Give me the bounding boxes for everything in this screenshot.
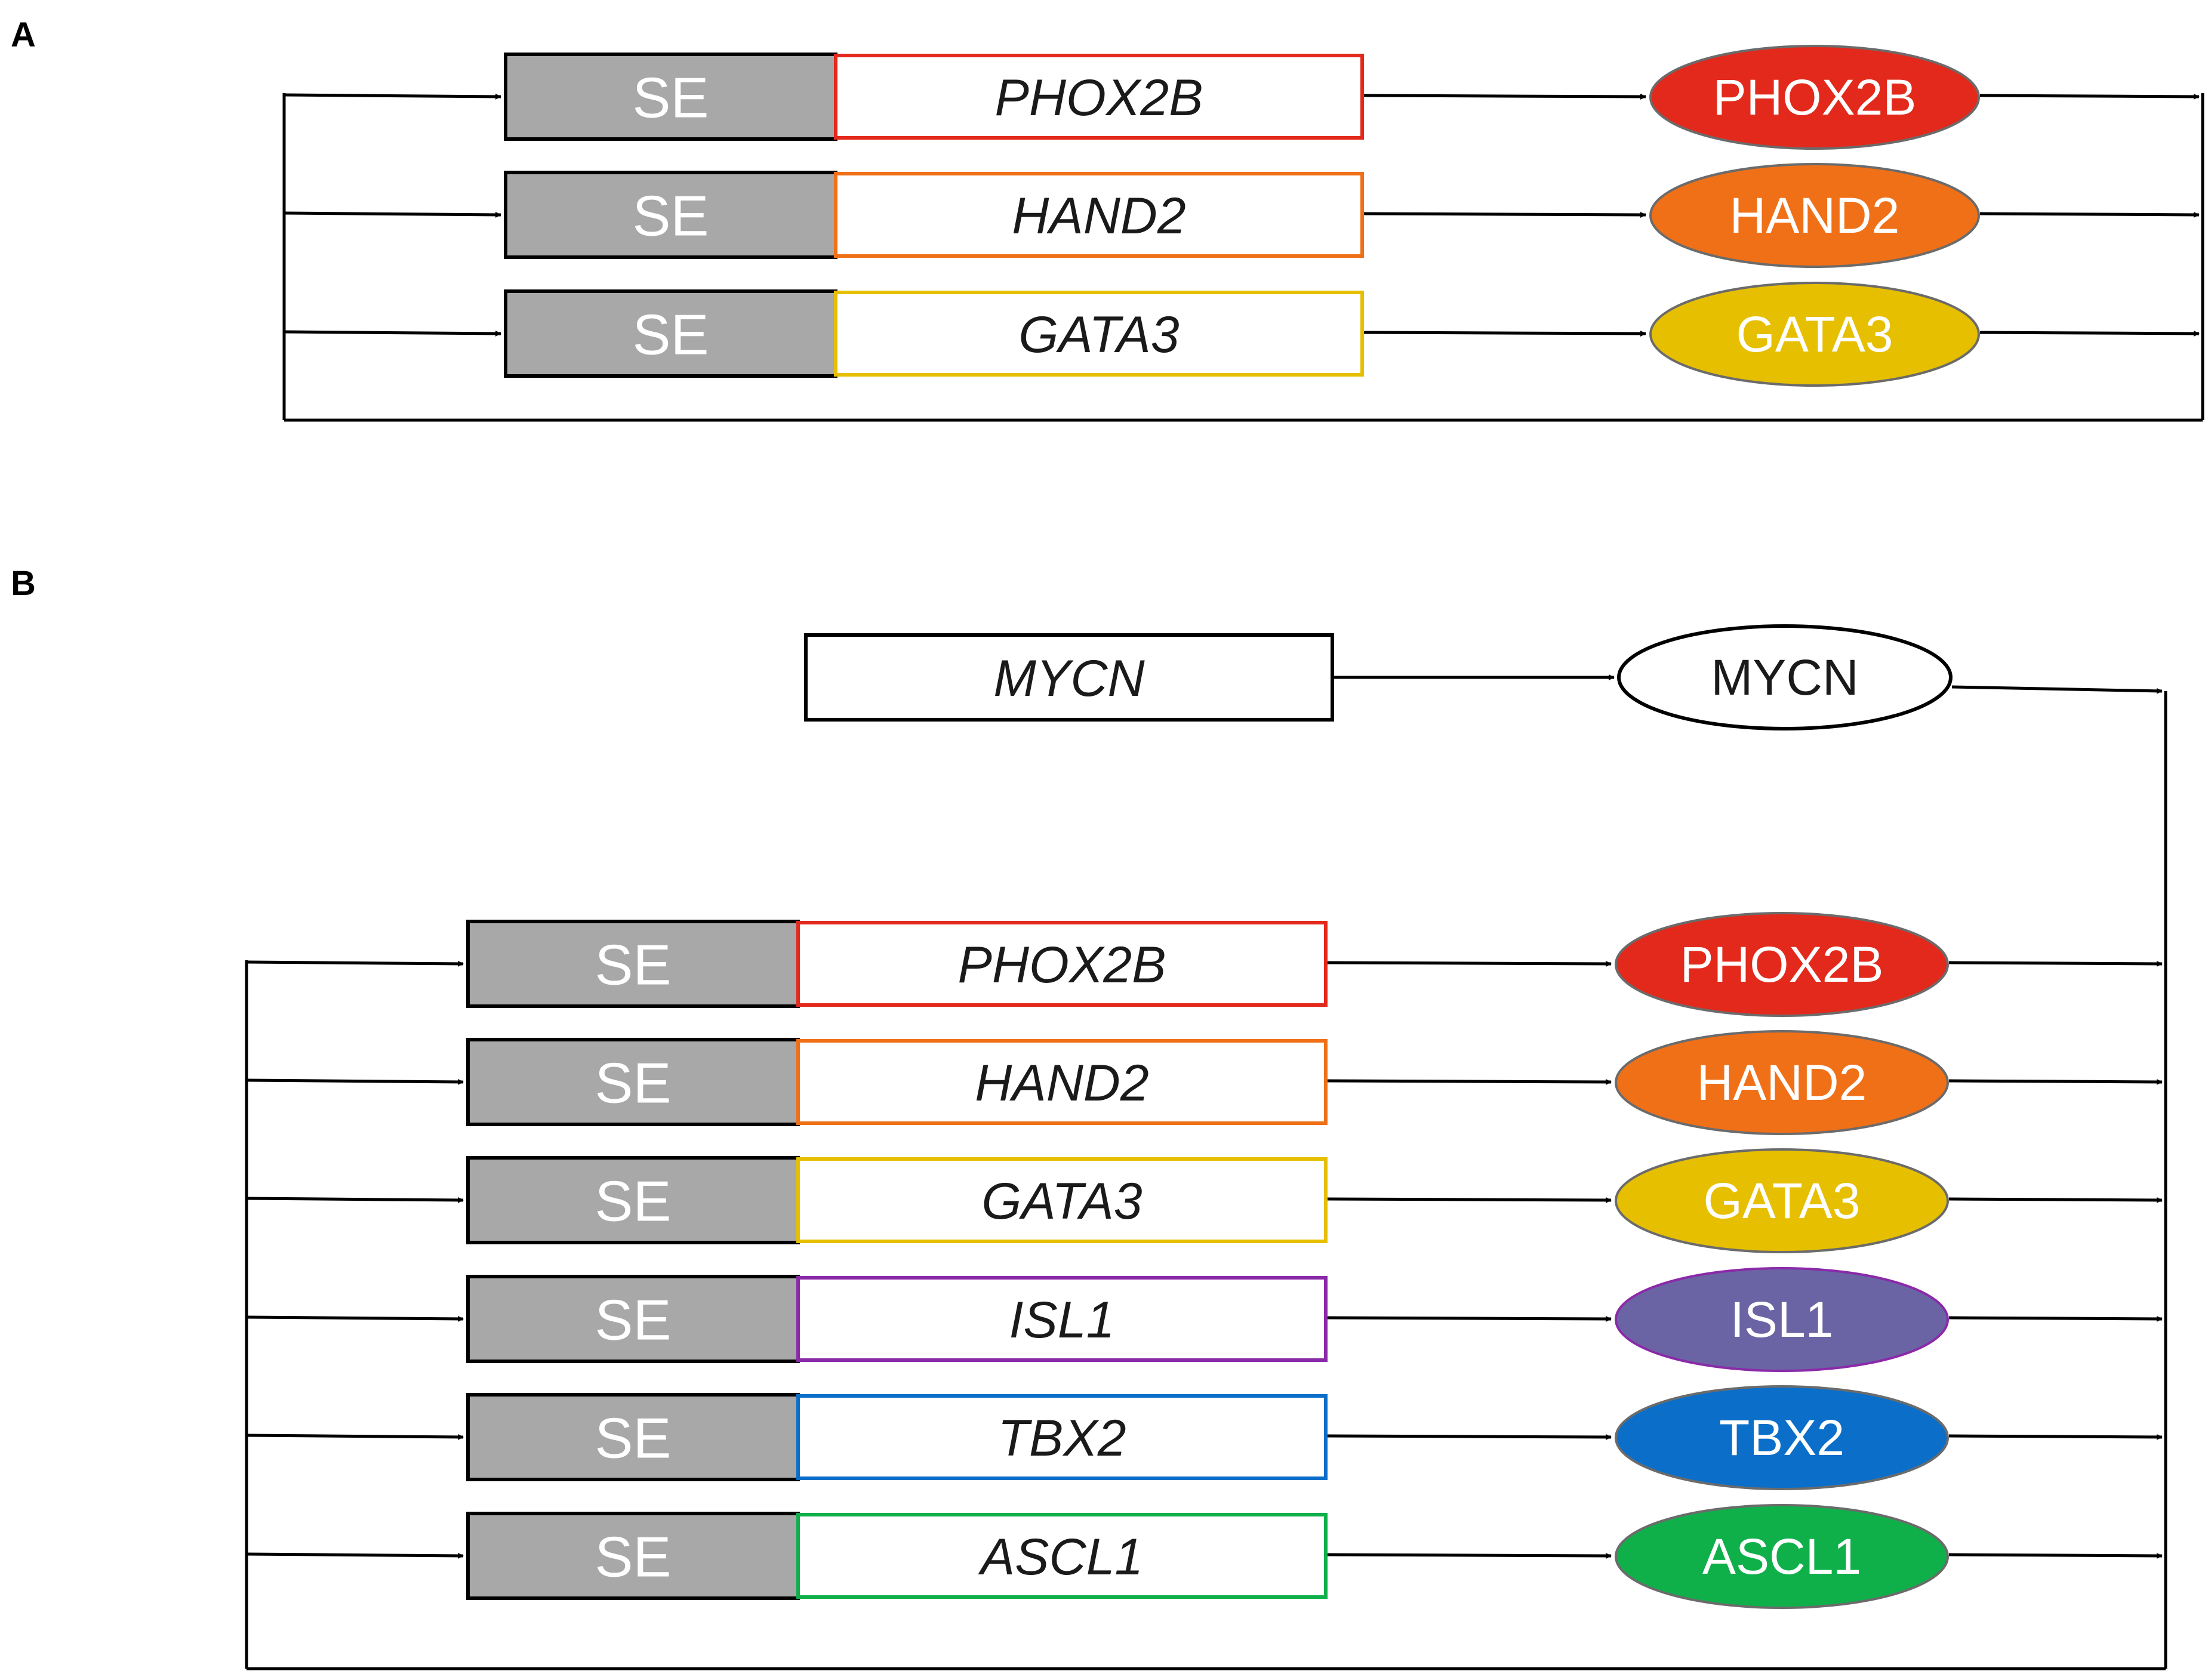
- input-arrow: [246, 1434, 464, 1440]
- super-enhancer-box: [466, 1038, 800, 1126]
- protein-label: GATA3: [1736, 306, 1893, 362]
- output-arrow: [1979, 211, 2200, 218]
- protein-node: [1649, 282, 1980, 387]
- protein-node: [1615, 1267, 1949, 1372]
- output-arrow: [1979, 93, 2200, 100]
- super-enhancer-label: SE: [595, 933, 671, 997]
- protein-node: [1615, 1385, 1949, 1490]
- expression-arrow: [1327, 1315, 1612, 1322]
- gene-label: GATA3: [981, 1173, 1142, 1230]
- protein-node: [1615, 1030, 1949, 1135]
- protein-label: PHOX2B: [1680, 936, 1884, 992]
- gene-box: [834, 54, 1364, 140]
- super-enhancer-box: [466, 1512, 800, 1600]
- gene-label: PHOX2B: [995, 69, 1203, 127]
- input-arrow: [246, 1197, 464, 1203]
- expression-arrow: [1327, 960, 1612, 967]
- expression-arrow: [1327, 1552, 1612, 1559]
- expression-arrow: [1327, 1197, 1612, 1203]
- protein-label: HAND2: [1697, 1055, 1867, 1111]
- super-enhancer-label: SE: [595, 1170, 671, 1234]
- super-enhancer-box: [466, 920, 800, 1008]
- mycn-gene-box: [804, 633, 1334, 722]
- gene-label: PHOX2B: [958, 936, 1166, 994]
- protein-node: [1649, 163, 1980, 268]
- regulatory-row: SE TBX2 TBX2: [246, 1385, 2163, 1490]
- super-enhancer-label: SE: [595, 1525, 671, 1589]
- panel-label: A: [11, 16, 36, 54]
- protein-node: [1649, 45, 1980, 150]
- input-arrow: [246, 960, 464, 967]
- gene-label: ASCL1: [978, 1528, 1144, 1586]
- regulatory-row: SE ISL1 ISL1: [246, 1267, 2163, 1372]
- super-enhancer-box: [504, 171, 837, 259]
- super-enhancer-label: SE: [595, 1052, 671, 1115]
- regulatory-row: SE ASCL1 ASCL1: [246, 1504, 2163, 1609]
- input-arrow: [284, 93, 501, 100]
- mycn-protein-label: MYCN: [1711, 649, 1858, 705]
- mycn-output-arrow: [1951, 685, 2163, 694]
- gene-label: TBX2: [997, 1410, 1126, 1467]
- gene-box: [796, 921, 1328, 1007]
- super-enhancer-label: SE: [632, 303, 709, 367]
- super-enhancer-label: SE: [595, 1407, 671, 1471]
- regulatory-row: SE GATA3 GATA3: [246, 1148, 2163, 1253]
- expression-arrow: [1363, 330, 1646, 337]
- protein-label: TBX2: [1719, 1410, 1844, 1466]
- gene-box: [834, 172, 1364, 258]
- protein-node: [1615, 912, 1949, 1017]
- protein-label: ISL1: [1730, 1291, 1834, 1348]
- gene-box: [796, 1276, 1328, 1362]
- protein-node: [1615, 1504, 1949, 1609]
- output-arrow: [1948, 1552, 2163, 1559]
- mycn-row: MYCN MYCN: [804, 624, 2163, 730]
- super-enhancer-box: [466, 1156, 800, 1244]
- panel-label: B: [11, 564, 36, 603]
- gene-box: [796, 1513, 1328, 1599]
- protein-label: GATA3: [1704, 1173, 1861, 1229]
- expression-arrow: [1327, 1078, 1612, 1085]
- super-enhancer-label: SE: [632, 184, 709, 248]
- gene-box: [834, 291, 1364, 377]
- mycn-gene-label: MYCN: [993, 650, 1145, 707]
- protein-label: HAND2: [1730, 187, 1900, 243]
- expression-arrow: [1363, 93, 1646, 100]
- regulatory-row: SE GATA3 GATA3: [284, 282, 2200, 387]
- super-enhancer-label: SE: [632, 66, 709, 130]
- output-arrow: [1948, 1197, 2163, 1203]
- gene-label: ISL1: [1009, 1291, 1115, 1349]
- protein-node: [1615, 1148, 1949, 1253]
- input-arrow: [246, 1315, 464, 1322]
- super-enhancer-box: [466, 1393, 800, 1481]
- regulatory-row: SE HAND2 HAND2: [284, 163, 2200, 268]
- input-arrow: [246, 1552, 464, 1559]
- super-enhancer-box: [466, 1275, 800, 1363]
- output-arrow: [1979, 330, 2200, 337]
- protein-label: PHOX2B: [1713, 69, 1917, 125]
- regulatory-row: SE PHOX2B PHOX2B: [284, 45, 2200, 150]
- mycn-protein-node: [1617, 624, 1953, 730]
- gene-box: [796, 1394, 1328, 1480]
- input-arrow: [284, 330, 501, 337]
- protein-label: ASCL1: [1702, 1528, 1861, 1585]
- super-enhancer-label: SE: [595, 1288, 671, 1352]
- input-arrow: [284, 211, 501, 218]
- output-arrow: [1948, 1315, 2163, 1322]
- regulatory-row: SE HAND2 HAND2: [246, 1030, 2163, 1135]
- expression-arrow: [1363, 211, 1646, 218]
- gene-box: [796, 1039, 1328, 1125]
- gene-label: HAND2: [1012, 187, 1186, 245]
- input-arrow: [246, 1078, 464, 1085]
- output-arrow: [1948, 960, 2163, 967]
- gene-label: GATA3: [1018, 306, 1179, 363]
- output-arrow: [1948, 1078, 2163, 1085]
- gene-label: HAND2: [975, 1055, 1149, 1112]
- expression-arrow: [1327, 1434, 1612, 1440]
- output-arrow: [1948, 1434, 2163, 1440]
- gene-box: [796, 1157, 1328, 1243]
- regulatory-row: SE PHOX2B PHOX2B: [246, 912, 2163, 1017]
